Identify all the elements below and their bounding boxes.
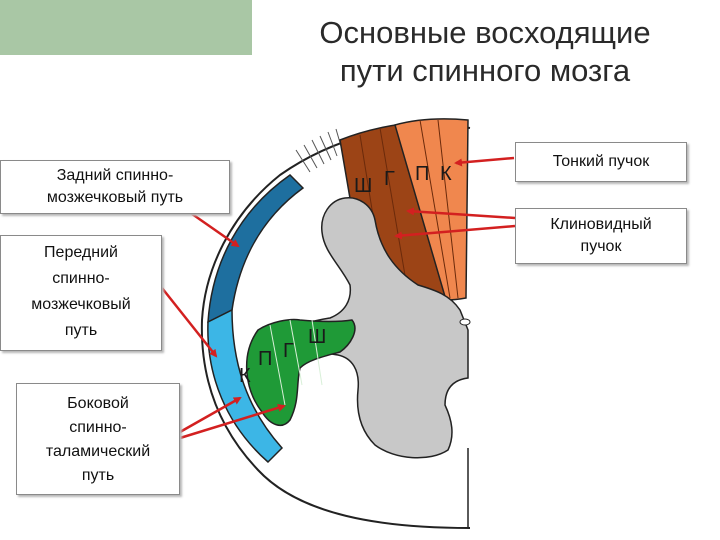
label-line: пучок — [580, 238, 622, 255]
label-anterior-spinocerebellar: Передний спинно- мозжечковый путь — [0, 235, 162, 351]
lateral-letter-sh: Ш — [308, 326, 326, 348]
dorsal-letter-sh: Ш — [354, 175, 372, 197]
label-line: Боковой — [67, 395, 129, 412]
lateral-letter-p: П — [258, 348, 272, 370]
label-line: Задний спинно- — [56, 167, 174, 184]
page-title-line-1: Основные восходящие — [319, 15, 651, 50]
label-line: мозжечковый — [31, 296, 131, 313]
label-lateral-spinothalamic: Боковой спинно- таламический путь — [16, 383, 180, 495]
arrow-gracile — [454, 156, 515, 167]
label-line: Тонкий пучок — [552, 153, 650, 170]
dorsal-letter-p: П — [415, 163, 429, 185]
label-line: спинно- — [52, 270, 110, 287]
label-line: мозжечковый путь — [46, 189, 184, 206]
central-canal — [459, 318, 471, 326]
arrow-cuneate-1 — [406, 207, 516, 220]
label-line: путь — [64, 322, 98, 339]
arrow-spinothalamic-2 — [179, 403, 286, 440]
label-line: Клиновидный — [550, 216, 652, 233]
lateral-letter-g: Г — [283, 340, 294, 362]
page-title: Основные восходящие пути спинного мозга — [250, 14, 720, 90]
arrow-spinothalamic-1 — [179, 396, 242, 434]
label-line: таламический — [45, 443, 151, 460]
header-accent-block — [0, 0, 252, 55]
label-cuneate-fasciculus: Клиновидный пучок — [515, 208, 687, 264]
arrow-cuneate-2 — [394, 224, 516, 240]
label-line: путь — [81, 467, 115, 484]
label-line: Передний — [44, 244, 118, 261]
label-line: спинно- — [69, 419, 127, 436]
page-title-line-2: пути спинного мозга — [339, 53, 631, 88]
dorsal-letter-g: Г — [384, 168, 395, 190]
dorsal-letter-k: К — [440, 163, 452, 185]
label-gracile-fasciculus: Тонкий пучок — [515, 142, 687, 182]
label-posterior-spinocerebellar: Задний спинно- мозжечковый путь — [0, 160, 230, 214]
lateral-letter-k: К — [239, 365, 251, 387]
arrow-anterior-spinocerebellar — [161, 287, 218, 358]
anterior-spinocerebellar-tract — [207, 308, 284, 464]
lateral-tract-lines — [269, 319, 323, 406]
